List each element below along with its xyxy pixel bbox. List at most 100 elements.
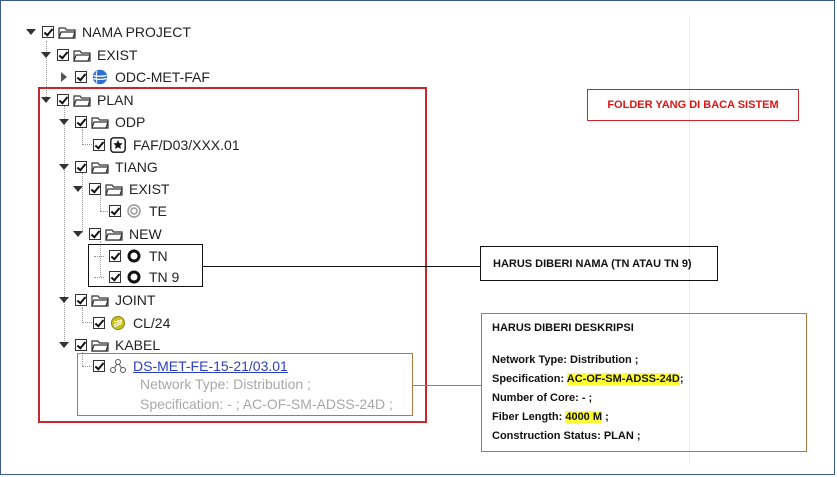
tree-node-odc[interactable]: ODC-MET-FAF	[59, 67, 210, 87]
checkbox[interactable]	[89, 228, 101, 240]
folder-icon	[73, 92, 91, 108]
tree-node-tiang-new[interactable]: NEW	[73, 224, 162, 244]
tree-guide	[82, 144, 94, 145]
tree-guide	[100, 241, 101, 277]
collapse-arrow-icon[interactable]	[59, 117, 69, 127]
tree-guide	[100, 196, 101, 211]
checkbox[interactable]	[75, 161, 87, 173]
checkbox[interactable]	[57, 49, 69, 61]
checkbox[interactable]	[93, 139, 105, 151]
collapse-arrow-icon[interactable]	[59, 340, 69, 350]
collapse-arrow-icon[interactable]	[41, 95, 51, 105]
folder-icon	[91, 337, 109, 353]
checkbox[interactable]	[109, 250, 121, 262]
checkbox[interactable]	[89, 183, 101, 195]
collapse-arrow-icon[interactable]	[73, 229, 83, 239]
checkbox[interactable]	[75, 339, 87, 351]
expand-arrow-icon[interactable]	[59, 72, 69, 82]
fiber-value: 4000 M	[565, 411, 603, 423]
checkbox[interactable]	[93, 317, 105, 329]
tree-guide	[64, 105, 65, 345]
tree-node-tiang[interactable]: TIANG	[59, 157, 158, 177]
tree-guide	[82, 173, 83, 233]
spec-label: Specification:	[492, 373, 567, 385]
callout-title: HARUS DIBERI DESKRIPSI	[492, 322, 634, 334]
folder-icon	[73, 47, 91, 63]
connector-line	[203, 266, 480, 267]
panel-divider	[689, 15, 690, 463]
tree-guide	[94, 277, 104, 278]
tree-node-odp-item[interactable]: FAF/D03/XXX.01	[93, 135, 240, 155]
tree-node-label: KABEL	[115, 337, 161, 353]
tree-node-label: CL/24	[133, 315, 171, 331]
cable-description-line: Network Type: Distribution ;	[140, 376, 311, 392]
callout-description: HARUS DIBERI DESKRIPSI Network Type: Dis…	[481, 313, 807, 452]
tree-guide	[46, 41, 47, 101]
callout-line: Construction Status: PLAN ;	[492, 430, 641, 442]
tree-node-kabel[interactable]: KABEL	[59, 335, 160, 355]
tree-node-label: NEW	[129, 226, 162, 242]
tree-guide	[82, 322, 94, 323]
callout-line: Number of Core: - ;	[492, 392, 593, 404]
tree-node-kabel-item[interactable]: DS-MET-FE-15-21/03.01	[93, 356, 288, 376]
splice-closure-icon	[109, 315, 127, 331]
collapse-arrow-icon[interactable]	[41, 50, 51, 60]
folder-icon	[105, 181, 123, 197]
fiber-label: Fiber Length:	[492, 411, 566, 423]
tree-node-label: TN 9	[149, 269, 180, 285]
collapse-arrow-icon[interactable]	[26, 27, 36, 37]
tree-guide	[82, 307, 83, 323]
checkbox[interactable]	[93, 360, 105, 372]
callout-line: Network Type: Distribution ;	[492, 354, 639, 366]
checkbox[interactable]	[75, 116, 87, 128]
tree-node-root[interactable]: NAMA PROJECT	[26, 22, 191, 42]
tree-node-joint[interactable]: JOINT	[59, 290, 155, 310]
callout-line: Fiber Length: 4000 M ;	[492, 408, 796, 427]
name-highlight	[88, 244, 203, 287]
tree-node-tn9[interactable]: TN 9	[109, 267, 179, 287]
globe-icon	[91, 69, 109, 85]
tree-node-tiang-exist[interactable]: EXIST	[73, 179, 169, 199]
cable-name-link[interactable]: DS-MET-FE-15-21/03.01	[133, 358, 288, 374]
checkbox[interactable]	[109, 271, 121, 283]
tree-node-label: FAF/D03/XXX.01	[133, 137, 240, 153]
checkbox[interactable]	[42, 26, 54, 38]
checkbox[interactable]	[75, 71, 87, 83]
collapse-arrow-icon[interactable]	[73, 184, 83, 194]
checkbox[interactable]	[75, 294, 87, 306]
fiber-end: ;	[602, 411, 609, 423]
tree-guide	[100, 211, 110, 212]
callout-name: HARUS DIBERI NAMA (TN ATAU TN 9)	[480, 246, 718, 281]
collapse-arrow-icon[interactable]	[59, 295, 69, 305]
tree-node-label: TN	[149, 248, 168, 264]
checkbox[interactable]	[109, 205, 121, 217]
folder-icon	[91, 114, 109, 130]
pole-new-icon	[125, 248, 143, 264]
callout-folder: FOLDER YANG DI BACA SISTEM	[587, 89, 799, 121]
tree-node-label: EXIST	[129, 181, 170, 197]
tree-node-label: ODC-MET-FAF	[115, 69, 210, 85]
tree-node-label: PLAN	[97, 92, 134, 108]
spec-end: ;	[679, 373, 684, 385]
cable-path-icon	[109, 358, 127, 374]
tree-node-tn[interactable]: TN	[109, 246, 168, 266]
tree-guide	[94, 256, 104, 257]
tree-node-odp[interactable]: ODP	[59, 112, 145, 132]
collapse-arrow-icon[interactable]	[59, 162, 69, 172]
folder-icon	[91, 292, 109, 308]
tree-guide	[82, 366, 94, 367]
tree-node-joint-item[interactable]: CL/24	[93, 313, 170, 333]
description-highlight	[77, 353, 413, 416]
star-icon	[109, 137, 127, 153]
system-folder-highlight	[38, 87, 427, 423]
tree-node-plan[interactable]: PLAN	[41, 90, 134, 110]
connector-line	[413, 385, 481, 386]
checkbox[interactable]	[57, 94, 69, 106]
tree-node-exist[interactable]: EXIST	[41, 45, 137, 65]
tree-node-te[interactable]: TE	[109, 201, 167, 221]
cable-description-line: Specification: - ; AC-OF-SM-ADSS-24D ;	[140, 396, 393, 412]
tree-node-label: NAMA PROJECT	[82, 24, 191, 40]
tree-guide	[82, 352, 83, 366]
tree-node-label: ODP	[115, 114, 146, 130]
folder-icon	[105, 226, 123, 242]
